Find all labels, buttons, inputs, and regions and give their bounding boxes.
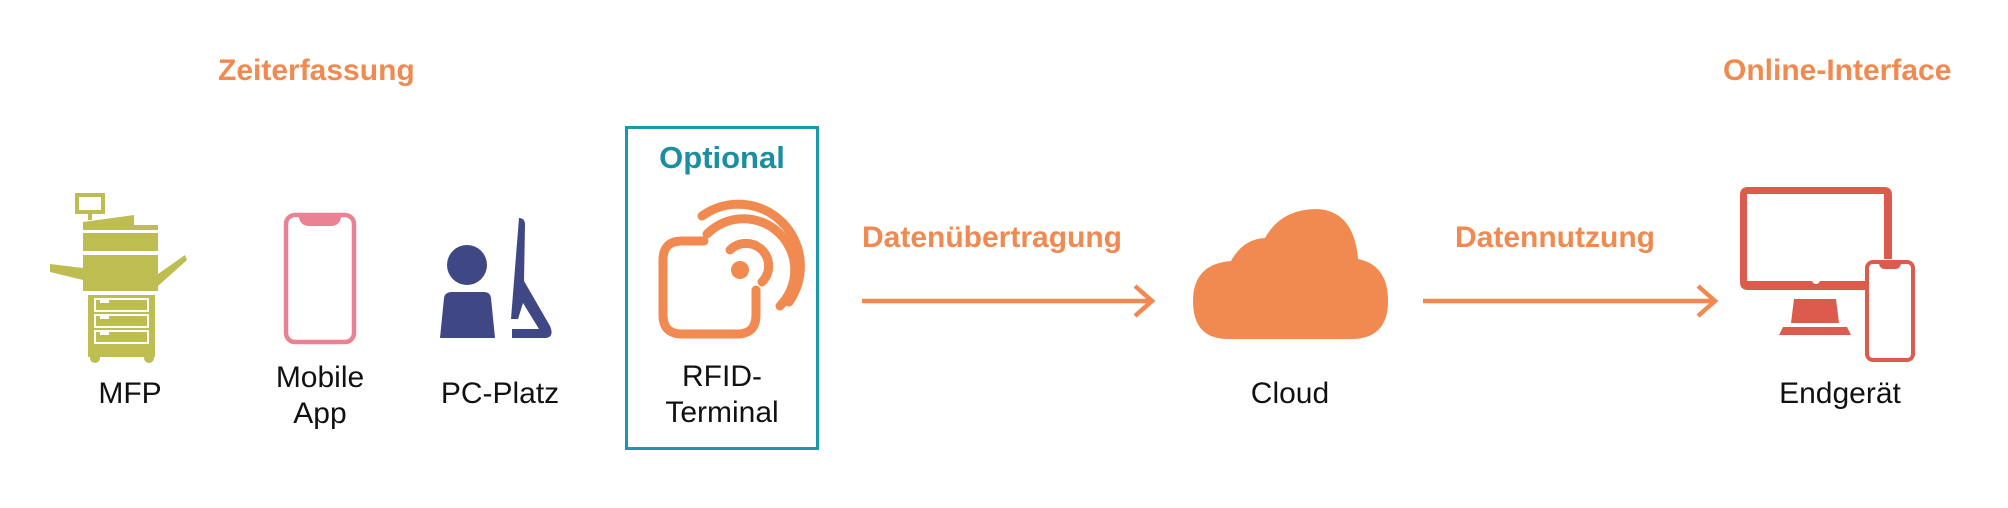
optional-group-box [625, 126, 819, 450]
section-heading-online-interface: Online-Interface [1723, 54, 1952, 87]
flow-label-datenuebertragung: Datenübertragung [862, 221, 1123, 254]
flow-label-datennutzung: Datennutzung [1455, 221, 1655, 254]
cloud-label: Cloud [1250, 377, 1330, 410]
rfid-icon [658, 199, 805, 339]
device-label-mobile-line1: Mobile [275, 361, 365, 394]
section-heading-zeiterfassung: Zeiterfassung [218, 54, 415, 87]
device-label-mobile-app: Mobile App [260, 360, 380, 432]
monitor-phone-icon [1740, 187, 1915, 362]
device-label-mobile-line2: App [293, 397, 347, 430]
cloud-icon [1193, 209, 1388, 339]
printer-icon [50, 193, 187, 363]
optional-title: Optional [659, 140, 785, 175]
device-label-mfp: MFP [98, 377, 162, 410]
workstation-icon [440, 218, 552, 338]
endpoint-label: Endgerät [1779, 377, 1901, 410]
optional-label-line1: RFID- [682, 360, 762, 393]
optional-label-line2: Terminal [665, 396, 779, 429]
optional-label-rfid-terminal: RFID- Terminal [625, 359, 819, 431]
smartphone-icon [283, 212, 357, 345]
arrow-right-icon [1423, 284, 1719, 318]
arrow-right-icon [862, 284, 1156, 318]
device-label-pc-platz: PC-Platz [440, 377, 560, 410]
